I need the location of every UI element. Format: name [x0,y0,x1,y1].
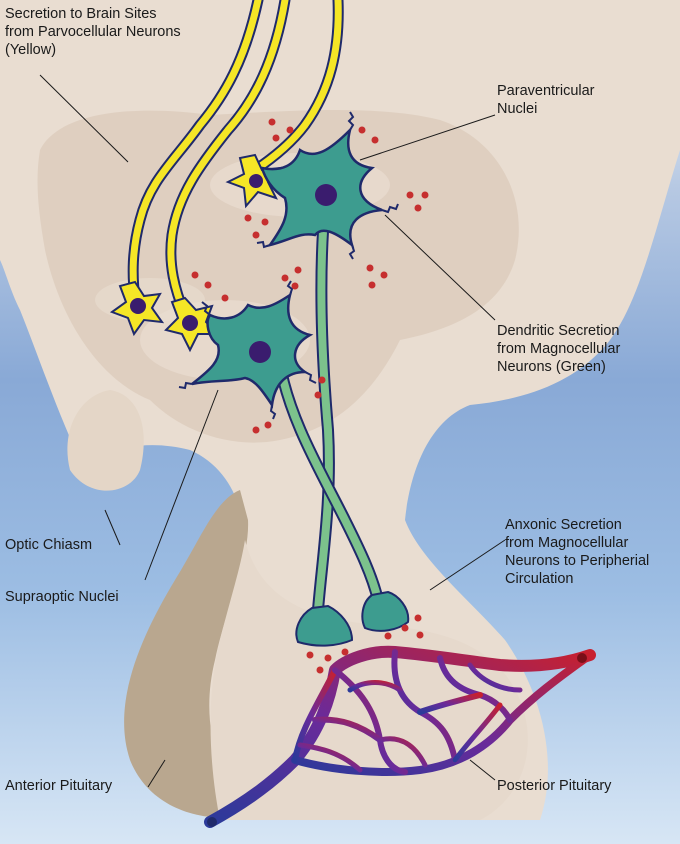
optic-chiasm-shape [67,390,144,491]
label-paraventricular-line-1: Paraventricular [497,83,595,99]
label-anterior-pituitary: Anterior Pituitary [5,778,113,794]
label-posterior-pituitary: Posterior Pituitary [497,778,612,794]
label-optic-chiasm: Optic Chiasm [5,537,93,553]
label-brain-sites: Secretion to Brain Sites from Parvocellu… [5,5,181,59]
posterior-pituitary-shape [210,540,528,820]
anterior-pituitary-shape [124,490,255,818]
label-dendritic-line-3: Neurons (Green) [497,359,606,375]
magnocellular-axons [274,199,384,616]
label-dendritic-line-2: from Magnocellular [497,341,621,357]
magnocellular-neuron-supraoptic [191,292,314,409]
parvocellular-neuron-2 [109,280,165,337]
leader-lines [39,74,506,788]
secretion-dots [191,118,429,674]
capillary-network [204,645,596,828]
vessel-end-right [577,653,587,663]
label-paraventricular: Paraventricular Nuclei [497,82,595,118]
label-brain-sites-line-3: (Yellow) [5,42,57,58]
label-paraventricular-line-2: Nuclei [497,101,538,117]
label-anxonic: Anxonic Secretion from Magnocellular Neu… [505,516,649,588]
label-supraoptic: Supraoptic Nuclei [5,589,119,605]
label-dendritic: Dendritic Secretion from Magnocellular N… [497,322,620,376]
label-brain-sites-line-1: Secretion to Brain Sites [5,6,157,22]
parvocellular-axons [127,0,344,321]
dendrite-squiggles [178,111,399,420]
label-dendritic-line-1: Dendritic Secretion [497,323,620,339]
axon-terminal-right [361,590,410,632]
label-anxonic-line-2: from Magnocellular [505,535,629,551]
label-anxonic-line-1: Anxonic Secretion [505,517,622,533]
label-anxonic-line-4: Circulation [505,571,574,587]
vessel-end-left [207,817,217,827]
label-anxonic-line-3: Neurons to Peripherial [505,553,650,569]
label-brain-sites-line-2: from Parvocellular Neurons [5,24,181,40]
axon-terminal-left [295,604,354,647]
magnocellular-neuron-paraventricular [260,125,383,249]
